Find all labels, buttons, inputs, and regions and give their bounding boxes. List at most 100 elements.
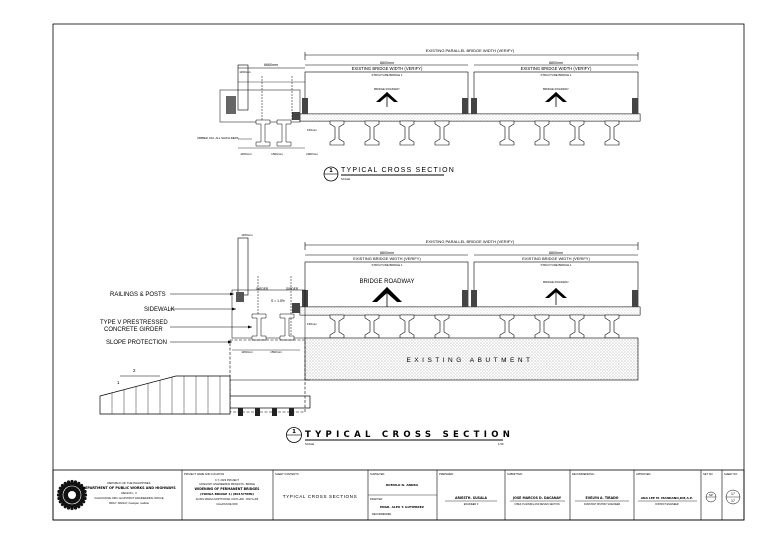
drafted-header: DRAFTED: <box>370 497 383 501</box>
bottom-bridge1-arrow-label: BRIDGE ROADWAY <box>359 279 414 285</box>
girder <box>569 120 585 146</box>
top-bridge1-dim: 8800mm <box>380 61 394 65</box>
girder <box>499 120 515 146</box>
existing-abutment <box>304 337 639 381</box>
top-bridge1-crown-arrow <box>376 92 398 102</box>
prepared-role: ENGINEER II <box>464 503 479 506</box>
girder <box>399 120 415 146</box>
top-section-sub: SCALE <box>341 177 350 181</box>
agency-line3: REGION - II <box>121 491 136 495</box>
approved-role: DISTRICT ENGINEER <box>655 504 679 506</box>
agency-line5: BRGY. DIGNAY, Cauayan, Isabela <box>109 501 149 505</box>
slope-protection <box>99 375 231 415</box>
title-block: REPUBLIC OF THE PHILIPPINES DEPARTMENT O… <box>52 469 745 521</box>
pile <box>272 408 277 416</box>
top-bridge2-sub: STRUCTURE BRIDGE 1 <box>540 73 572 77</box>
top-bottom-dim-1: 1150mm <box>240 152 252 156</box>
bottom-section-sub: SCALE <box>305 442 314 446</box>
approved-header: APPROVED: <box>636 472 651 476</box>
project-line2: CATEGORY: ENGINEERING PROJECTS - BRIDGE <box>199 483 255 486</box>
bottom-section-title: TYPICAL CROSS SECTION <box>305 430 514 440</box>
bottom-slope: S = 1.5% <box>271 299 285 303</box>
top-bridge1-sub: STRUCTURE BRIDGE 1 <box>371 73 403 77</box>
callout-sidewalk: SIDEWALK <box>144 307 175 313</box>
recommending-header: RECOMMENDING: <box>572 472 595 476</box>
drafted-sub: RECOMMENDED <box>372 513 392 516</box>
project-header: PROJECT NAME AND LOCATION <box>184 472 224 476</box>
top-bottom-dim-3: 2000mm <box>306 152 318 156</box>
sheet-no-value: 17 <box>731 492 735 496</box>
girder <box>604 120 620 146</box>
top-girder-dim: 1150mm <box>239 70 251 74</box>
bottom-cross-section: EXISTING PARALLEL BRIDGE WIDTH (VERIFY) … <box>99 233 641 446</box>
slope-ratio-horizontal: 2 <box>133 368 136 373</box>
sheet-contents-value: TYPICAL CROSS SECTIONS <box>283 494 358 499</box>
bottom-bridge2-sub: STRUCTURE BRIDGE 1 <box>540 263 572 267</box>
project-line1: C.Y. 2023 PROJECT <box>215 478 239 482</box>
top-bridge2-label: EXISTING BRIDGE WIDTH (VERIFY) <box>521 66 592 71</box>
dpwh-seal-logo <box>56 479 88 511</box>
top-bridge2-crown-arrow <box>545 92 567 102</box>
bottom-bridge2-arrow-label: BRIDGE ROADWAY <box>543 280 569 284</box>
set-no-header: SET NO. <box>703 472 714 476</box>
bottom-bridge1-label: EXISTING BRIDGE WIDTH (VERIFY) <box>353 256 421 261</box>
pile <box>289 408 294 416</box>
project-line6: CAGAYAN DE ORO <box>216 503 238 506</box>
sheet-contents-header: SHEET CONTENTS <box>275 472 299 476</box>
bottom-bridge2-label: EXISTING BRIDGE WIDTH (VERIFY) <box>522 256 590 261</box>
bottom-side-dim: 150mm <box>307 322 318 326</box>
callout-girder-line2: CONCRETE GIRDER <box>104 327 163 333</box>
pile <box>238 408 243 416</box>
submitted-header: SUBMITTED: <box>507 472 523 476</box>
top-bridge1-label: EXISTING BRIDGE WIDTH (VERIFY) <box>352 66 423 71</box>
bottom-bottom-dim-1: 1150mm <box>241 350 253 354</box>
bottom-bridge1-dim: 8800mm <box>380 251 394 255</box>
project-line5: ALONG MANILA NORTH ROAD, K0271+000 - K02… <box>196 498 259 501</box>
girder <box>434 120 450 146</box>
girder <box>329 120 345 146</box>
top-bottom-dim-2: 1500mm <box>271 152 283 156</box>
agency-line2: DEPARTMENT OF PUBLIC WORKS AND HIGHWAYS <box>82 486 176 490</box>
top-cross-section: EXISTING PARALLEL BRIDGE WIDTH (VERIFY) … <box>197 48 641 182</box>
prepared-header: PREPARED: <box>439 472 454 476</box>
submitted-role: CHIEF, PLANNING AND DESIGN SECTION <box>514 503 560 506</box>
drafted-name: ENGR. ALEX T. GUTIERREZ <box>380 505 425 509</box>
pile <box>255 408 260 416</box>
bottom-section-number: 1 <box>292 429 296 435</box>
agency-line1: REPUBLIC OF THE PHILIPPINES <box>107 481 150 485</box>
abutment-label: EXISTING ABUTMENT <box>406 357 533 364</box>
top-note: RIBBED, DIA. ALL SHOULDERS <box>197 136 238 140</box>
top-overall-width: EXISTING PARALLEL BRIDGE WIDTH (VERIFY) <box>426 48 515 53</box>
sheet-no-header: SHEET NO. <box>724 472 738 476</box>
callout-girder-line1: TYPE V PRESTRESSED <box>100 320 168 326</box>
slope-ratio-vertical: 1 <box>117 380 120 385</box>
top-section-title: TYPICAL CROSS SECTION <box>341 167 455 174</box>
callout-slope-protection: SLOPE PROTECTION <box>106 340 167 346</box>
bottom-girder-label-2: GIRDER <box>286 287 299 291</box>
submitted-name: JOSE MARCOS D. DACANAY <box>512 496 562 500</box>
top-left-dim: 6660mm <box>264 63 278 67</box>
bottom-bridge2-dim: 8800mm <box>549 251 563 255</box>
bottom-bridge2-crown-arrow <box>545 288 567 298</box>
bottom-bridge1-sub: STRUCTURE BRIDGE 1 <box>371 263 403 267</box>
recommending-role: ASSISTANT DISTRICT ENGINEER <box>584 503 621 506</box>
top-section-number: 1 <box>329 168 333 174</box>
girder <box>364 120 380 146</box>
recommending-name: EVELYN A. TIRADO <box>586 496 619 500</box>
project-line3: WIDENING OF PERMANENT BRIDGES <box>195 487 261 491</box>
bottom-girder-label-1: GIRDER <box>256 287 269 291</box>
agency-line4: CAGAYAN DE ORO 1st DISTRICT ENGINEERING … <box>94 496 163 500</box>
callout-railings: RAILINGS & POSTS <box>110 292 166 298</box>
surveyed-name: ROMULO N. ANDRA <box>386 483 419 487</box>
bottom-overall-width: EXISTING PARALLEL BRIDGE WIDTH (VERIFY) <box>426 239 515 244</box>
top-bridge2-arrow-label: BRIDGE ROADWAY <box>543 87 569 91</box>
top-bridge1-arrow-label: BRIDGE ROADWAY <box>374 87 400 91</box>
project-line4: (PONGA BRIDGE 1) (B01575MN) <box>200 492 254 496</box>
bottom-bridge1-crown-arrow <box>372 287 402 302</box>
set-no-value: SP <box>709 493 713 497</box>
top-bridge2-dim: 8800mm <box>549 61 563 65</box>
top-side-dim: 150mm <box>307 128 318 132</box>
bottom-bottom-dim-2: 1500mm <box>270 350 282 354</box>
surveyed-header: SURVEYED: <box>370 472 385 476</box>
